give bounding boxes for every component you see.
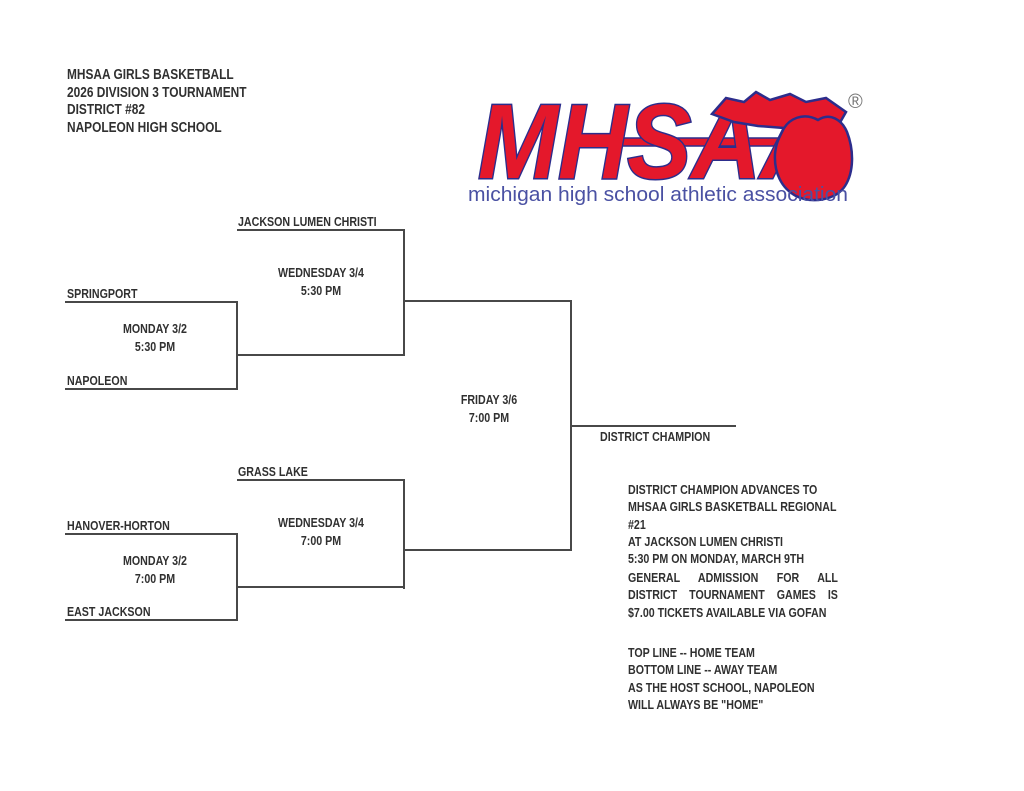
note-admission: GENERAL ADMISSION FOR ALL DISTRICT TOURN… xyxy=(628,569,838,621)
game-date: MONDAY 3/2 xyxy=(122,321,187,336)
bracket-line-game1-winner xyxy=(236,354,404,356)
game-date: WEDNESDAY 3/4 xyxy=(278,515,364,530)
game-info-round1-game2: MONDAY 3/2 7:00 PM xyxy=(73,552,237,587)
bracket-connector-final xyxy=(570,300,572,551)
game-time: 5:30 PM xyxy=(300,282,342,298)
header-line-host-school: NAPOLEON HIGH SCHOOL xyxy=(67,119,222,136)
note-home-away-legend: TOP LINE -- HOME TEAM BOTTOM LINE -- AWA… xyxy=(628,644,838,713)
header-line-district: DISTRICT #82 xyxy=(67,102,145,119)
game-info-round1-game1: MONDAY 3/2 5:30 PM xyxy=(73,320,237,355)
note-champion-advances: DISTRICT CHAMPION ADVANCES TO MHSAA GIRL… xyxy=(628,481,838,567)
game-date: WEDNESDAY 3/4 xyxy=(278,265,364,280)
logo-wordmark: MHSAA xyxy=(478,83,830,201)
bracket-line-game2-winner xyxy=(236,586,404,588)
note-line: AS THE HOST SCHOOL, NAPOLEON xyxy=(628,679,815,695)
bracket-connector-semifinal2 xyxy=(403,479,405,589)
bracket-line-grass-lake xyxy=(237,479,404,481)
team-label-napoleon: NAPOLEON xyxy=(67,373,128,388)
registered-trademark-icon: ® xyxy=(848,91,863,113)
game-info-semifinal2: WEDNESDAY 3/4 7:00 PM xyxy=(239,514,403,549)
note-line: WILL ALWAYS BE "HOME" xyxy=(628,696,764,712)
team-label-hanover-horton: HANOVER-HORTON xyxy=(67,518,170,533)
game-info-final: FRIDAY 3/6 7:00 PM xyxy=(407,391,571,426)
header-line-event: MHSAA GIRLS BASKETBALL xyxy=(67,67,234,83)
bracket-connector-game2 xyxy=(236,533,238,621)
game-time: 5:30 PM xyxy=(134,338,176,354)
note-line: DISTRICT TOURNAMENT GAMES IS xyxy=(628,587,838,603)
bracket-line-napoleon xyxy=(65,388,237,390)
note-line: DISTRICT CHAMPION ADVANCES TO xyxy=(628,482,818,497)
note-line: AT JACKSON LUMEN CHRISTI xyxy=(628,533,783,549)
bracket-line-springport xyxy=(65,301,237,303)
note-line: MHSAA GIRLS BASKETBALL REGIONAL #21 xyxy=(628,499,837,532)
team-label-springport: SPRINGPORT xyxy=(67,286,138,301)
team-label-east-jackson: EAST JACKSON xyxy=(67,604,151,619)
team-label-grass-lake: GRASS LAKE xyxy=(238,464,308,479)
game-time: 7:00 PM xyxy=(300,532,342,548)
bracket-line-semifinal1-winner xyxy=(403,300,571,302)
page-header: MHSAA GIRLS BASKETBALL 2026 DIVISION 3 T… xyxy=(67,67,247,137)
bracket-connector-semifinal1 xyxy=(403,229,405,356)
mhsaa-logo: MHSAA ® michigan high school athletic as… xyxy=(468,82,863,207)
game-info-semifinal1: WEDNESDAY 3/4 5:30 PM xyxy=(239,264,403,299)
bracket-line-hanover-horton xyxy=(65,533,237,535)
game-date: FRIDAY 3/6 xyxy=(460,392,518,407)
note-line: TOP LINE -- HOME TEAM xyxy=(628,645,755,660)
district-champion-label: DISTRICT CHAMPION xyxy=(600,429,711,444)
logo-tagline: michigan high school athletic associatio… xyxy=(468,183,848,206)
michigan-lower-peninsula-shape xyxy=(773,115,854,202)
header-line-tournament: 2026 DIVISION 3 TOURNAMENT xyxy=(67,84,247,101)
team-label-jackson-lumen-christi: JACKSON LUMEN CHRISTI xyxy=(238,214,377,229)
bracket-line-jackson-lumen-christi xyxy=(237,229,404,231)
bracket-line-semifinal2-winner xyxy=(403,549,571,551)
bracket-line-district-champion xyxy=(570,425,736,427)
note-line: BOTTOM LINE -- AWAY TEAM xyxy=(628,662,778,678)
note-line: 5:30 PM ON MONDAY, MARCH 9TH xyxy=(628,551,805,567)
game-time: 7:00 PM xyxy=(134,570,176,586)
bracket-connector-game1 xyxy=(236,301,238,390)
game-date: MONDAY 3/2 xyxy=(122,553,187,568)
game-time: 7:00 PM xyxy=(468,409,510,425)
note-line: GENERAL ADMISSION FOR ALL xyxy=(628,570,838,585)
bracket-line-east-jackson xyxy=(65,619,237,621)
note-line: $7.00 TICKETS AVAILABLE VIA GOFAN xyxy=(628,604,827,620)
